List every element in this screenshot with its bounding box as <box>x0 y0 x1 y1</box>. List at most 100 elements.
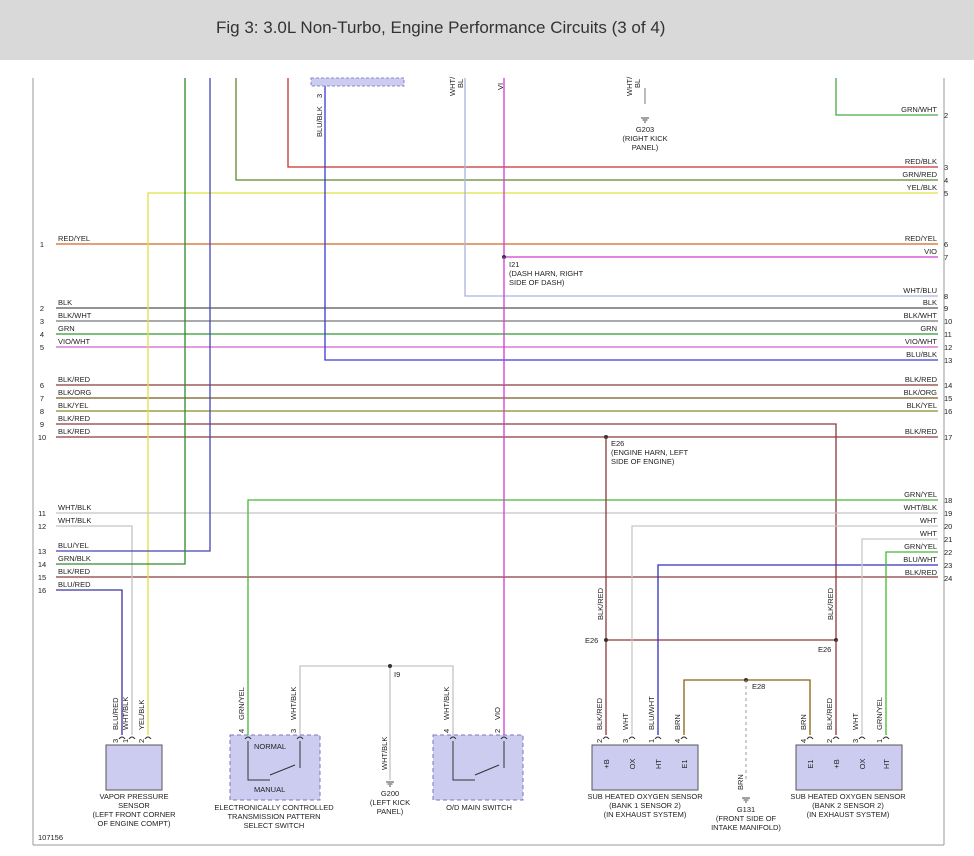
o2b1-pin-arc-2 <box>602 736 610 740</box>
left-wire-label-9: BLK/RED <box>58 414 91 423</box>
ground-g131-id: G131 <box>737 805 755 814</box>
o2b1-wire-label-3: WHT <box>621 713 630 730</box>
ground-g131-desc2: INTAKE MANIFOLD) <box>711 823 781 832</box>
trans-wire-label-3: WHT/BLK <box>289 687 298 720</box>
figure-id: 107156 <box>38 833 63 842</box>
left-wire-label-13: BLU/YEL <box>58 541 89 550</box>
wire-grn-yel-22 <box>885 551 938 735</box>
trans-switch-line-1 <box>247 741 270 781</box>
right-wire-number-24: 24 <box>944 574 952 583</box>
od-name-1: O/D MAIN SWITCH <box>446 803 512 812</box>
wire-brn <box>683 679 811 735</box>
left-wire-number-16: 16 <box>38 586 46 595</box>
wire-grn-yel-18 <box>247 499 938 735</box>
left-wire-label-14: GRN/BLK <box>58 554 91 563</box>
left-wire-label-8: BLK/YEL <box>58 401 88 410</box>
wire-blu-yel <box>56 78 211 552</box>
right-wire-number-7: 7 <box>944 253 948 262</box>
right-wire-label-13: BLU/BLK <box>906 350 937 359</box>
o2b1-pin-1: 1 <box>647 739 656 743</box>
right-wire-label-17: BLK/RED <box>905 427 938 436</box>
top-wire-vi-label: VI <box>496 83 505 90</box>
right-wire-number-21: 21 <box>944 535 952 544</box>
vapor-name-2: SENSOR <box>118 801 150 810</box>
splice-i21-label: I21 <box>509 260 519 269</box>
left-wire-number-8: 8 <box>40 407 44 416</box>
o2-sensor-bank1 <box>591 744 699 791</box>
left-wire-number-4: 4 <box>40 330 44 339</box>
right-wire-label-2: GRN/WHT <box>901 105 937 114</box>
trans-name-1: ELECTRONICALLY CONTROLLED <box>214 803 334 812</box>
o2b1-name-2: (BANK 1 SENSOR 2) <box>609 801 681 810</box>
trans-pin-3: 3 <box>289 729 298 733</box>
o2b2-pin-2: 2 <box>825 739 834 743</box>
left-wire-label-4: GRN <box>58 324 75 333</box>
od-pin-arc-4 <box>449 736 457 740</box>
vertical-label-blk-red-left: BLK/RED <box>596 587 605 620</box>
right-wire-number-4: 4 <box>944 176 948 185</box>
wire-yel-blk <box>147 192 938 590</box>
o2b2-pin-arc-4 <box>806 736 814 740</box>
splice-e28-label: E28 <box>752 682 765 691</box>
wire-wht-blk-12 <box>56 525 133 735</box>
splice-e26-top-label: E26 <box>611 439 624 448</box>
o2b1-term-E1: E1 <box>680 759 689 768</box>
right-wire-label-8: WHT/BLU <box>903 286 937 295</box>
trans-pin-arc-3 <box>296 736 304 740</box>
vapor-pressure-sensor <box>105 744 163 791</box>
od-switch-blade <box>474 764 500 776</box>
left-wire-label-7: BLK/ORG <box>58 388 92 397</box>
vapor-wire-label-1: WHT/BLK <box>121 697 130 730</box>
wire-wht-21 <box>861 538 938 735</box>
right-wire-number-6: 6 <box>944 240 948 249</box>
trans-name-2: TRANSMISSION PATTERN <box>227 812 320 821</box>
right-wire-label-7: VIO <box>924 247 937 256</box>
ground-g200-desc1: (LEFT KICK <box>370 798 410 807</box>
right-wire-label-11: GRN <box>920 324 937 333</box>
right-wire-label-6: RED/YEL <box>905 234 937 243</box>
o2b1-pin-3: 3 <box>621 739 630 743</box>
o2-sensor-bank2 <box>795 744 903 791</box>
right-wire-label-18: GRN/YEL <box>904 490 937 499</box>
splice-e26-right-label: E26 <box>818 645 831 654</box>
right-wire-number-9: 9 <box>944 304 948 313</box>
ground-g203-id: G203 <box>636 125 654 134</box>
ground-g200-id: G200 <box>381 789 399 798</box>
trans-name-3: SELECT SWITCH <box>244 821 305 830</box>
right-wire-label-22: GRN/YEL <box>904 542 937 551</box>
o2b2-pin-arc-1 <box>882 736 890 740</box>
o2b2-term-+B: +B <box>832 759 841 768</box>
vapor-pin-2: 2 <box>137 739 146 743</box>
right-wire-number-16: 16 <box>944 407 952 416</box>
ground-g131-desc1: (FRONT SIDE OF <box>716 814 777 823</box>
left-wire-number-11: 11 <box>38 509 46 518</box>
od-wire-label-4: WHT/BLK <box>442 687 451 720</box>
ground-g200-wire-label: WHT/BLK <box>380 737 389 770</box>
left-wire-number-2: 2 <box>40 304 44 313</box>
o2b2-pin-4: 4 <box>799 739 808 743</box>
left-wire-label-6: BLK/RED <box>58 375 91 384</box>
o2b1-pin-arc-3 <box>628 736 636 740</box>
vapor-pin-3: 3 <box>111 739 120 743</box>
wire-blu-blk <box>324 86 938 361</box>
trans-normal-label: NORMAL <box>254 742 286 751</box>
right-wire-label-24: BLK/RED <box>905 568 938 577</box>
vapor-wire-label-3: BLU/RED <box>111 697 120 730</box>
right-wire-number-18: 18 <box>944 496 952 505</box>
o2b2-wire-label-3: WHT <box>851 713 860 730</box>
o2b2-pin-3: 3 <box>851 739 860 743</box>
ground-g131-wire-label: BRN <box>736 774 745 790</box>
top-wire-bl-label-2: BL <box>633 79 642 88</box>
wire-grn-blk <box>56 78 186 565</box>
wire-grn-wht <box>835 78 938 116</box>
top-wire-wht-label: WHT/ <box>448 76 457 96</box>
wire-wht-blu <box>464 78 938 297</box>
ground-g200-desc2: PANEL) <box>377 807 404 816</box>
od-pin-2: 2 <box>493 729 502 733</box>
left-wire-labels: 1RED/YEL2BLK3BLK/WHT4GRN5VIO/WHT6BLK/RED… <box>38 234 92 595</box>
o2b2-name-1: SUB HEATED OXYGEN SENSOR <box>790 792 906 801</box>
od-pin-4: 4 <box>442 729 451 733</box>
left-wire-label-12: WHT/BLK <box>58 516 91 525</box>
